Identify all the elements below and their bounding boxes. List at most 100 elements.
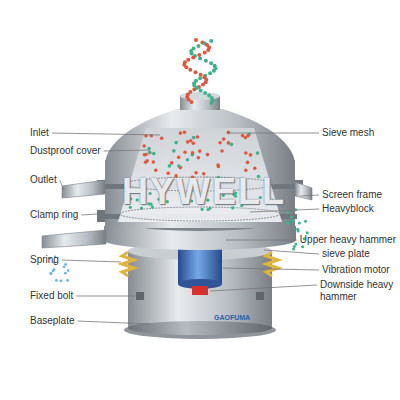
outlet-spout — [62, 180, 105, 198]
particle — [206, 153, 210, 157]
particle — [183, 131, 187, 135]
particle — [168, 164, 172, 168]
particle — [145, 159, 149, 163]
particle — [301, 245, 304, 248]
part-label: Spring — [30, 254, 59, 266]
part-label: Heavyblock — [322, 203, 374, 215]
particle — [170, 161, 174, 165]
watermark: HYWELL — [122, 172, 286, 212]
fixed-bolt — [256, 292, 264, 300]
particle — [292, 248, 295, 251]
fixed-bolt — [136, 292, 144, 300]
particle — [206, 48, 210, 52]
particle — [298, 221, 301, 224]
particle — [222, 137, 226, 141]
spring — [266, 252, 278, 276]
particle — [203, 91, 207, 95]
leader-line — [60, 180, 64, 190]
leader-line — [228, 133, 319, 134]
particle — [203, 50, 207, 54]
particle — [190, 51, 194, 55]
particle — [191, 55, 195, 59]
particle — [183, 150, 187, 154]
leader-line — [81, 214, 97, 215]
lower-frame-rim — [104, 230, 296, 250]
particle — [199, 73, 203, 77]
particle — [63, 265, 66, 268]
particle — [186, 158, 190, 162]
leader-line — [300, 195, 319, 196]
particle — [152, 160, 156, 164]
particle — [172, 149, 176, 153]
particle — [244, 136, 248, 140]
particle — [190, 100, 194, 104]
particle — [220, 149, 224, 153]
particle — [67, 269, 70, 272]
downside-hammer — [192, 286, 208, 295]
particle — [188, 68, 192, 72]
spring — [122, 252, 134, 276]
inlet-rim — [180, 92, 220, 100]
particle — [212, 69, 216, 73]
part-label: Upper heavy hammer — [300, 234, 396, 246]
particle — [64, 263, 67, 266]
leader-line — [210, 285, 317, 291]
leader-line — [77, 321, 150, 324]
leader-line — [223, 268, 319, 270]
part-label: sieve plate — [322, 248, 370, 260]
particle — [184, 65, 188, 69]
particle — [209, 39, 213, 43]
particle — [144, 153, 148, 157]
particle — [189, 139, 193, 143]
outlet-spout — [295, 182, 312, 200]
particle — [256, 151, 260, 155]
particle — [198, 149, 202, 153]
particle — [210, 101, 214, 105]
particle — [294, 243, 297, 246]
particle — [192, 141, 196, 145]
particle — [194, 70, 198, 74]
particle — [64, 272, 67, 275]
particle — [197, 53, 201, 57]
particle — [286, 211, 289, 214]
part-label: Sieve mesh — [322, 127, 374, 139]
particle — [152, 152, 156, 156]
particle — [148, 151, 152, 155]
particle — [148, 151, 152, 155]
part-label: Inlet — [30, 127, 49, 139]
particle — [253, 166, 257, 170]
particle — [218, 141, 222, 145]
particle — [197, 156, 201, 160]
particle — [249, 153, 253, 157]
particle — [292, 219, 295, 222]
particle — [192, 88, 196, 92]
leader-line — [226, 240, 297, 241]
particle — [142, 144, 146, 148]
part-label: Vibration motor — [322, 264, 390, 276]
clamp-ear — [97, 210, 105, 222]
particle — [53, 268, 56, 271]
leader-line — [264, 250, 319, 254]
particle — [186, 58, 190, 62]
particle — [174, 141, 178, 145]
particle — [306, 231, 309, 234]
particle — [177, 164, 181, 168]
particle — [60, 280, 63, 283]
particle — [196, 135, 200, 139]
particle — [177, 155, 181, 159]
part-label: Outlet — [30, 174, 57, 186]
particle — [304, 220, 307, 223]
particle — [230, 143, 234, 147]
particle — [194, 38, 198, 42]
particle — [204, 59, 208, 63]
particle — [191, 151, 195, 155]
particle — [186, 140, 190, 144]
particle — [209, 61, 213, 65]
particle — [192, 136, 196, 140]
leader-line — [76, 296, 135, 297]
outlet-spout — [42, 230, 106, 248]
logo-text: GAOFUMA — [214, 314, 250, 322]
particle — [198, 56, 202, 60]
particle — [296, 228, 299, 231]
